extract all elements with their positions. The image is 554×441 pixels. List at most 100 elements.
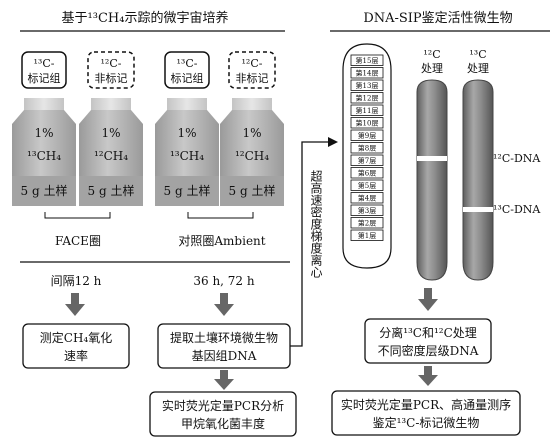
gradient-layer: [350, 79, 384, 91]
group-ambient-label: 对照圈Ambient: [178, 234, 265, 248]
label-12c-box-2: ¹²C- 非标记: [228, 51, 276, 89]
gradient-layer: [350, 117, 384, 129]
arrow-down-icon: [418, 288, 438, 311]
gradient-layer: [350, 129, 384, 141]
gradient-layer-label: 第6层: [358, 169, 376, 178]
bottle-percent: 1%: [242, 126, 261, 140]
tube-13c: [462, 79, 494, 281]
arrow-down-icon: [214, 370, 234, 390]
gradient-layer-label: 第10层: [356, 119, 379, 128]
gradient-layer: [350, 54, 384, 66]
connector-line: [290, 141, 330, 347]
extract-dna-box: 提取土壤环境微生物 基因组DNA: [157, 323, 291, 369]
bottle-soil: 5 g 土样: [164, 183, 211, 198]
gradient-layer: [350, 92, 384, 104]
label-13c-box-2: ¹³C- 标记组: [164, 51, 210, 89]
label-12c-line1: ¹²C-: [242, 57, 263, 70]
arrow-right-icon: [328, 137, 338, 147]
pcr-line1: 实时荧光定量PCR分析: [162, 398, 284, 413]
right-panel-title: DNA-SIP鉴定活性微生物: [363, 11, 512, 26]
tube-12c-label-line1: ¹²C: [423, 48, 440, 61]
separate-line2: 不同密度层级DNA: [378, 343, 479, 358]
separate-line1: 分离¹³C和¹²C处理: [379, 325, 477, 340]
label-13c-box-1: ¹³C- 标记组: [21, 51, 67, 89]
tube-12c: [416, 79, 448, 281]
gradient-layer-label: 第11层: [356, 106, 379, 115]
label-13c-line1: ¹³C-: [34, 57, 55, 70]
tube-13c-label-line1: ¹³C: [469, 48, 486, 61]
gradient-layer: [350, 154, 384, 166]
final-analysis-box: 实时荧光定量PCR、高通量测序 鉴定¹³C-标记微生物: [331, 390, 521, 436]
pcr-box: 实时荧光定量PCR分析 甲烷氧化菌丰度: [149, 391, 297, 437]
interval-right: 36 h, 72 h: [193, 274, 255, 288]
gradient-layer: [350, 142, 384, 154]
gradient-layer: [350, 217, 384, 229]
pcr-line2: 甲烷氧化菌丰度: [181, 416, 265, 431]
oxidation-line2: 速率: [64, 348, 88, 363]
label-13c-line2: 标记组: [171, 71, 204, 85]
bottle-gas: ¹²CH₄: [94, 149, 128, 163]
culture-bottle: 1% ¹²CH₄ 5 g 土样: [220, 98, 284, 206]
centrifuge-label: 超高速密度梯度离心: [309, 169, 323, 278]
bottle-percent: 1%: [101, 126, 120, 140]
band-13c-dna: [463, 207, 493, 212]
label-12c-line1: ¹²C-: [101, 57, 122, 70]
band-12c-label: ¹²C-DNA: [493, 152, 541, 165]
final-line1: 实时荧光定量PCR、高通量测序: [341, 397, 511, 412]
band-12c-dna: [417, 156, 447, 161]
interval-left: 间隔12 h: [51, 274, 102, 288]
gradient-layer-tube: 第15层第14层第13层第12层第11层第10层第9层第8层第7层第6层第5层第…: [342, 43, 392, 269]
bottle-gas: ¹²CH₄: [235, 149, 269, 163]
tube-12c-label-line2: 处理: [421, 62, 443, 75]
culture-bottle: 1% ¹³CH₄ 5 g 土样: [12, 98, 76, 206]
separate-dna-box: 分离¹³C和¹²C处理 不同密度层级DNA: [364, 318, 492, 364]
oxidation-box: 测定CH₄氧化 速率: [22, 323, 130, 369]
gradient-layer-label: 第9层: [358, 131, 376, 140]
gradient-layer-label: 第8层: [358, 144, 376, 153]
arrow-down-icon: [418, 366, 438, 386]
label-12c-line2: 非标记: [95, 71, 128, 85]
label-12c-line2: 非标记: [236, 71, 269, 85]
gradient-layer-label: 第5层: [358, 181, 376, 190]
gradient-layer-label: 第13层: [356, 81, 379, 90]
extract-line2: 基因组DNA: [192, 349, 257, 363]
gradient-layer: [350, 167, 384, 179]
gradient-layer: [350, 229, 384, 241]
band-13c-label: ¹³C-DNA: [493, 203, 541, 216]
bottle-soil: 5 g 土样: [21, 183, 68, 198]
gradient-layer-label: 第7层: [358, 156, 376, 165]
bottle-percent: 1%: [177, 126, 196, 140]
label-13c-line2: 标记组: [28, 71, 61, 85]
bottle-percent: 1%: [34, 126, 53, 140]
label-13c-line1: ¹³C-: [177, 57, 198, 70]
final-line2: 鉴定¹³C-标记微生物: [373, 415, 480, 430]
gradient-layer-label: 第1层: [358, 231, 376, 240]
bottle-soil: 5 g 土样: [229, 183, 276, 198]
gradient-layer: [350, 192, 384, 204]
label-12c-box-1: ¹²C- 非标记: [87, 51, 135, 89]
bottle-soil: 5 g 土样: [88, 183, 135, 198]
face-bracket: [44, 212, 111, 219]
gradient-layer-label: 第15层: [356, 56, 379, 65]
gradient-layer-label: 第4层: [358, 194, 376, 203]
gradient-layer: [350, 67, 384, 79]
gradient-layer-label: 第3层: [358, 206, 376, 215]
group-face-label: FACE圈: [55, 234, 101, 248]
extract-line1: 提取土壤环境微生物: [170, 330, 278, 345]
bottle-gas: ¹³CH₄: [27, 149, 61, 163]
gradient-layer-label: 第2层: [358, 219, 376, 228]
tube-13c-label-line2: 处理: [467, 62, 489, 75]
gradient-layer: [350, 104, 384, 116]
culture-bottle: 1% ¹³CH₄ 5 g 土样: [155, 98, 219, 206]
bottle-gas: ¹³CH₄: [170, 149, 204, 163]
left-panel-title: 基于¹³CH₄示踪的微宇宙培养: [62, 10, 229, 26]
arrow-down-icon: [214, 293, 234, 316]
arrow-down-icon: [65, 293, 85, 316]
gradient-layer-label: 第14层: [356, 69, 379, 78]
culture-bottle: 1% ¹²CH₄ 5 g 土样: [79, 98, 143, 206]
gradient-layer-label: 第12层: [356, 94, 379, 103]
gradient-layer: [350, 179, 384, 191]
oxidation-line1: 测定CH₄氧化: [40, 330, 112, 345]
